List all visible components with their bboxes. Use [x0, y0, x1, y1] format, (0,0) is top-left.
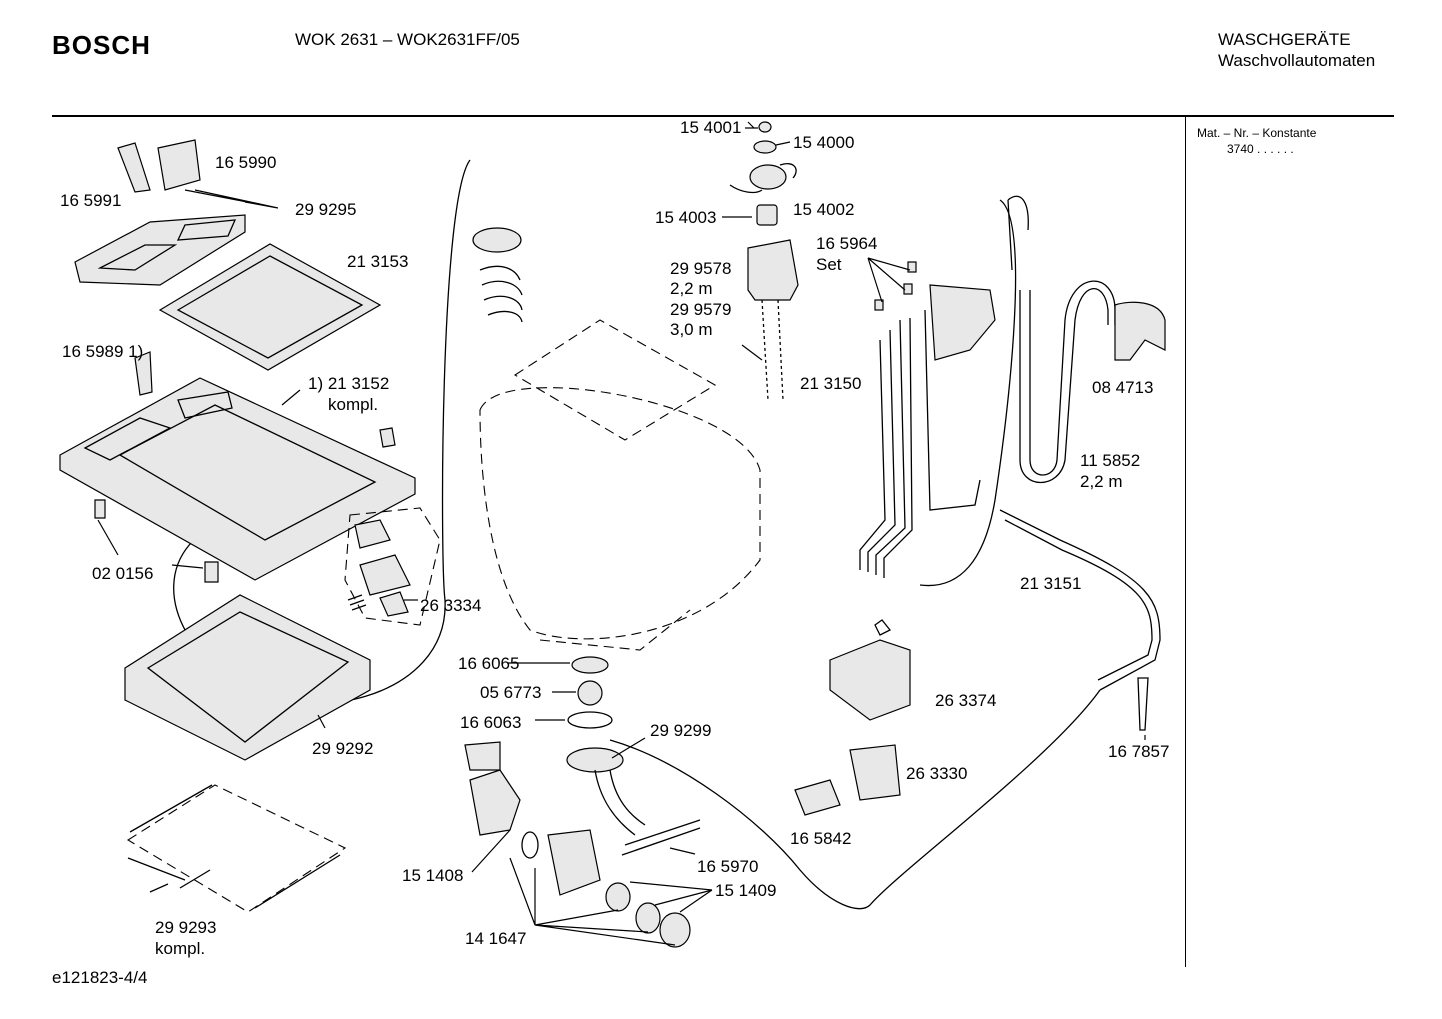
label-154002: 15 4002 — [793, 200, 854, 219]
side-panel-divider — [1185, 117, 1186, 967]
outlet-hose-part — [999, 509, 1161, 731]
label-299578-length: 2,2 m — [670, 279, 713, 298]
top-frame-part — [59, 351, 416, 583]
label-213152: 1) 21 3152 — [308, 374, 389, 393]
label-020156: 02 0156 — [92, 564, 153, 583]
appliance-subcategory: Waschvollautomaten — [1218, 51, 1376, 70]
outline-curve-right — [919, 199, 1017, 587]
valve-pipe-part — [859, 261, 996, 578]
label-154003: 15 4003 — [655, 208, 716, 227]
drain-hose-part — [1007, 195, 1166, 483]
bellows-part — [472, 227, 523, 323]
label-299299: 29 9299 — [650, 721, 711, 740]
part-labels: 16 5990 16 5991 29 9295 21 3153 16 5989 … — [60, 118, 1169, 958]
label-115852-length: 2,2 m — [1080, 472, 1123, 491]
label-299579: 29 9579 — [670, 300, 731, 319]
label-084713: 08 4713 — [1092, 378, 1153, 397]
label-213153: 21 3153 — [347, 252, 408, 271]
detergent-drawer-part — [74, 139, 246, 286]
label-263334: 26 3334 — [420, 596, 481, 615]
label-165990: 16 5990 — [215, 153, 276, 172]
header-divider — [52, 115, 1394, 117]
label-115852: 11 5852 — [1080, 451, 1140, 470]
label-151408: 15 1408 — [402, 866, 463, 885]
label-165964-set: Set — [816, 255, 842, 274]
label-299293: 29 9293 — [155, 918, 216, 937]
label-213151: 21 3151 — [1020, 574, 1081, 593]
label-165991: 16 5991 — [60, 191, 121, 210]
model-number: WOK 2631 – WOK2631FF/05 — [295, 30, 520, 49]
drawer-tray-part — [158, 243, 382, 371]
label-166065: 16 6065 — [458, 654, 519, 673]
lid-sheet-part — [126, 784, 347, 913]
label-299295: 29 9295 — [295, 200, 356, 219]
inlet-valve-part — [794, 744, 901, 816]
wash-tub-part — [479, 319, 761, 651]
label-299579-length: 3,0 m — [670, 320, 713, 339]
label-141647: 14 1647 — [465, 929, 526, 948]
inlet-hose-part — [729, 121, 799, 401]
label-167857: 16 7857 — [1108, 742, 1169, 761]
label-213152-kompl: kompl. — [328, 395, 378, 414]
lid-seal-part — [124, 594, 371, 761]
label-263330: 26 3330 — [906, 764, 967, 783]
outline-loop — [173, 159, 471, 705]
label-165970: 16 5970 — [697, 857, 758, 876]
label-165964: 16 5964 — [816, 234, 877, 253]
appliance-category: WASCHGERÄTE — [1218, 30, 1351, 49]
label-151409: 15 1409 — [715, 881, 776, 900]
label-166063: 16 6063 — [460, 713, 521, 732]
label-263374: 26 3374 — [935, 691, 996, 710]
label-154001: 15 4001 — [680, 118, 741, 137]
label-213150: 21 3150 — [800, 374, 861, 393]
material-number-title: Mat. – Nr. – Konstante — [1197, 126, 1317, 140]
label-299292: 29 9292 — [312, 739, 373, 758]
door-lock-group — [344, 507, 441, 626]
label-056773: 05 6773 — [480, 683, 541, 702]
leader-lines — [97, 121, 1146, 946]
drain-pump-part — [464, 656, 1101, 948]
material-number-value: 3740 . . . . . . — [1227, 142, 1294, 156]
label-299293-kompl: kompl. — [155, 939, 205, 958]
brand-logo: BOSCH — [52, 30, 151, 60]
label-165989: 16 5989 1) — [62, 342, 143, 361]
label-299578: 29 9578 — [670, 259, 731, 278]
control-module-part — [829, 619, 911, 721]
label-154000: 15 4000 — [793, 133, 854, 152]
label-165842: 16 5842 — [790, 829, 851, 848]
drawing-code: e121823-4/4 — [52, 968, 148, 987]
